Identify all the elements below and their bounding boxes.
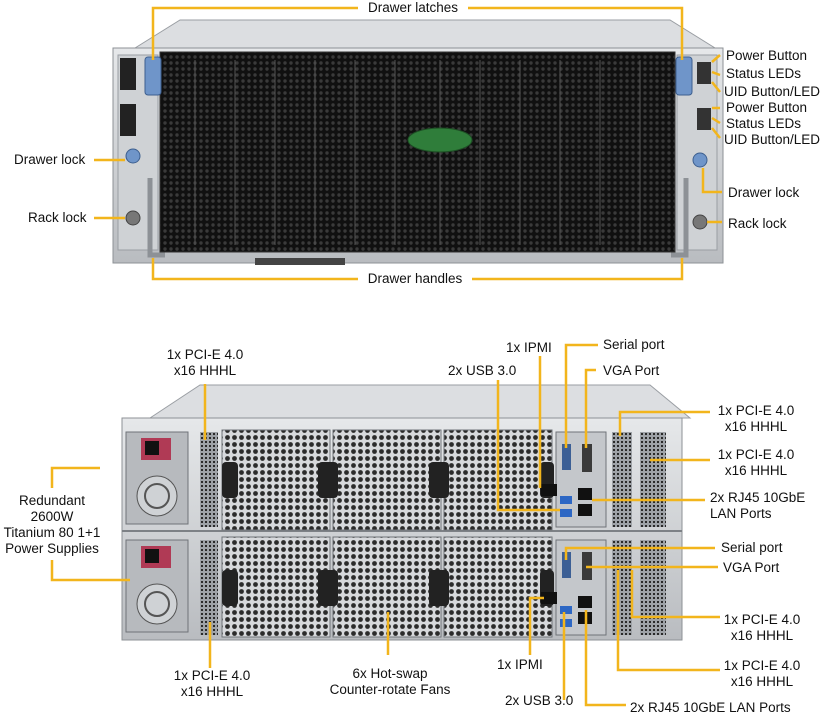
label-ipmi-bottom: 1x IPMI <box>497 657 543 672</box>
ipmi-port-top <box>541 484 557 496</box>
left-panel-block <box>120 58 136 90</box>
left-drawer-latch <box>144 56 162 96</box>
front-drive-grille <box>159 51 676 253</box>
label-drawer-lock-left: Drawer lock <box>14 152 86 167</box>
label-ipmi-top: 1x IPMI <box>506 340 552 355</box>
label-power-button-2: Power Button <box>726 100 808 115</box>
label-status-leds-1: Status LEDs <box>726 66 802 81</box>
label-usb-top: 2x USB 3.0 <box>448 363 517 378</box>
left-pcie-slot-top <box>200 432 218 527</box>
label-serial-top: Serial port <box>603 337 665 352</box>
front-bottom-slot <box>255 258 345 265</box>
label-usb-bottom: 2x USB 3.0 <box>505 693 574 708</box>
label-rack-lock-right: Rack lock <box>728 216 787 231</box>
lan-port-bottom-1 <box>578 596 592 608</box>
psu-bottom-fan <box>136 583 178 625</box>
supermicro-logo <box>407 127 473 153</box>
usb-port-bottom-1 <box>560 606 572 614</box>
label-drawer-handles: Drawer handles <box>367 271 463 286</box>
usb-port-top-1 <box>560 496 572 504</box>
right-pcie-slot-1 <box>612 432 632 527</box>
lan-port-top-1 <box>578 488 592 500</box>
label-power-button-1: Power Button <box>726 48 808 63</box>
control-panel-bottom <box>697 108 711 130</box>
front-top-lid <box>133 19 717 49</box>
label-uid-button-2: UID Button/LED <box>724 132 821 147</box>
right-pcie-slot-4 <box>640 540 666 635</box>
label-vga-top: VGA Port <box>603 363 660 378</box>
left-drawer-lock <box>125 148 141 164</box>
left-pcie-slot-bottom <box>200 540 218 635</box>
psu-top-fan <box>136 475 178 517</box>
serial-port-top <box>562 444 571 470</box>
usb-port-bottom-2 <box>560 619 572 627</box>
psu-top-inlet <box>145 441 159 455</box>
right-pcie-slot-3 <box>612 540 632 635</box>
right-rack-lock <box>692 214 708 230</box>
left-drawer-handle <box>147 178 165 258</box>
fan-array <box>221 429 554 638</box>
right-drawer-lock <box>692 152 708 168</box>
usb-port-top-2 <box>560 509 572 517</box>
label-lan-bottom: 2x RJ45 10GbE LAN Ports <box>630 700 791 715</box>
label-vga-bottom: VGA Port <box>723 560 780 575</box>
label-drawer-lock-right: Drawer lock <box>728 185 800 200</box>
lan-port-top-2 <box>578 504 592 516</box>
label-serial-bottom: Serial port <box>721 540 783 555</box>
rear-view <box>121 384 692 641</box>
ipmi-port-bottom <box>541 592 557 604</box>
label-status-leds-2: Status LEDs <box>726 116 802 131</box>
label-rack-lock-left: Rack lock <box>28 210 87 225</box>
vga-port-top <box>582 444 592 472</box>
front-view <box>112 19 724 265</box>
right-pcie-slot-2 <box>640 432 666 527</box>
rear-top-lid <box>148 384 692 419</box>
label-uid-button-1: UID Button/LED <box>724 84 821 99</box>
left-rack-lock <box>125 210 141 226</box>
right-drawer-handle <box>671 178 689 258</box>
control-panel-top <box>697 62 711 84</box>
psu-bottom-inlet <box>145 549 159 563</box>
callout-lines <box>50 6 722 707</box>
drive-bays <box>194 60 641 245</box>
left-panel-block <box>120 104 136 136</box>
label-drawer-latches: Drawer latches <box>367 0 459 15</box>
right-drawer-latch <box>675 56 693 96</box>
serial-port-bottom <box>562 552 571 578</box>
